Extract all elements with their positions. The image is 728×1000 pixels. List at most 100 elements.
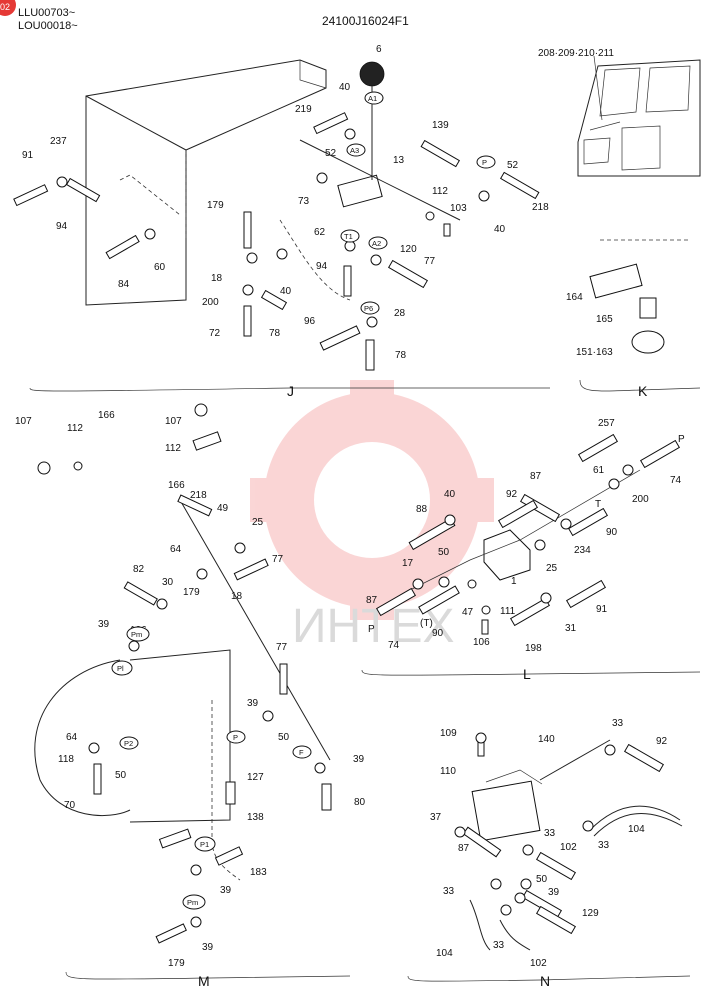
mark-pm: Pm xyxy=(131,630,142,639)
callout-49: 49 xyxy=(217,503,229,514)
callout-151-163: 151·163 xyxy=(576,347,613,358)
callout-39m: 39 xyxy=(98,619,110,630)
callout-78b: 78 xyxy=(395,350,407,361)
callout-92n: 92 xyxy=(656,736,668,747)
callout-102b: 102 xyxy=(530,958,547,969)
mark-t-left: (T) xyxy=(420,618,433,629)
callout-200l: 200 xyxy=(632,494,649,505)
callout-78: 78 xyxy=(269,328,281,339)
callout-30: 30 xyxy=(162,577,174,588)
callout-198: 198 xyxy=(525,643,542,654)
callout-110: 110 xyxy=(440,766,456,777)
callout-18m: 18 xyxy=(231,591,243,602)
callout-17: 17 xyxy=(402,558,414,569)
mark-p-left: P xyxy=(368,624,375,635)
callout-103: 103 xyxy=(450,203,467,214)
callout-39e: 39 xyxy=(202,942,214,953)
section-label-m: M xyxy=(198,973,210,989)
callout-200: 200 xyxy=(202,297,219,308)
drawing-number: 24100J16024F1 xyxy=(322,14,409,28)
callout-73: 73 xyxy=(298,196,310,207)
callout-52b: 52 xyxy=(507,160,519,171)
callout-70: 70 xyxy=(64,800,76,811)
callout-112m: 112 xyxy=(67,423,83,434)
callout-179m: 179 xyxy=(183,587,200,598)
callout-25l: 25 xyxy=(546,563,558,574)
callout-40c: 40 xyxy=(280,286,292,297)
callout-82: 82 xyxy=(133,564,145,575)
callout-52: 52 xyxy=(325,148,337,159)
callout-87: 87 xyxy=(530,471,542,482)
section-j-drawing xyxy=(13,59,550,392)
section-m-drawing xyxy=(34,403,351,980)
section-label-l: L xyxy=(523,666,531,682)
callout-179: 179 xyxy=(207,200,224,211)
callout-39n: 39 xyxy=(548,887,560,898)
mark-p: P xyxy=(233,733,238,742)
callout-87b: 87 xyxy=(366,595,378,606)
callout-39c: 39 xyxy=(353,754,365,765)
callout-50m: 50 xyxy=(278,732,290,743)
callout-92: 92 xyxy=(506,489,518,500)
callout-88: 88 xyxy=(416,504,428,515)
callout-234: 234 xyxy=(574,545,591,556)
callout-77b: 77 xyxy=(276,642,288,653)
callout-166: 166 xyxy=(98,410,115,421)
callout-218: 218 xyxy=(532,202,549,213)
callout-90: 90 xyxy=(606,527,618,538)
callout-138: 138 xyxy=(247,812,264,823)
callout-106: 106 xyxy=(473,637,490,648)
callout-61: 61 xyxy=(593,465,605,476)
callout-50l: 50 xyxy=(438,547,450,558)
callout-104b: 104 xyxy=(436,948,453,959)
callout-33e: 33 xyxy=(493,940,505,951)
callout-1: 1 xyxy=(511,576,517,587)
callout-31: 31 xyxy=(565,623,577,634)
callout-120: 120 xyxy=(400,244,417,255)
callout-129: 129 xyxy=(582,908,599,919)
callout-33c: 33 xyxy=(544,828,556,839)
callout-208-211: 208·209·210·211 xyxy=(538,48,614,59)
mark-p2: P2 xyxy=(124,739,133,748)
callout-127: 127 xyxy=(247,772,264,783)
callout-164: 164 xyxy=(566,292,583,303)
mark-f: F xyxy=(299,748,304,757)
callout-183: 183 xyxy=(250,867,267,878)
callout-91l: 91 xyxy=(596,604,608,615)
callout-74: 74 xyxy=(670,475,682,486)
callout-91: 91 xyxy=(22,150,34,161)
callout-39d: 39 xyxy=(220,885,232,896)
callout-112: 112 xyxy=(432,186,448,197)
callout-96: 96 xyxy=(304,316,316,327)
callout-74b: 74 xyxy=(388,640,400,651)
callout-102: 102 xyxy=(560,842,577,853)
mark-pl: Pl xyxy=(117,664,124,673)
callout-218m: 218 xyxy=(190,490,207,501)
callout-6: 6 xyxy=(376,44,382,55)
callout-104: 104 xyxy=(628,824,645,835)
callout-219: 219 xyxy=(295,104,312,115)
callout-77: 77 xyxy=(424,256,436,267)
callout-25m: 25 xyxy=(252,517,264,528)
callout-94: 94 xyxy=(56,221,68,232)
callout-40l: 40 xyxy=(444,489,456,500)
callout-179b: 179 xyxy=(168,958,185,969)
callout-50n: 50 xyxy=(536,874,548,885)
callout-94b: 94 xyxy=(316,261,328,272)
callout-40: 40 xyxy=(339,82,351,93)
page-badge: 02 xyxy=(0,0,16,16)
callout-60: 60 xyxy=(154,262,166,273)
callout-111: 111 xyxy=(500,606,516,617)
callout-139: 139 xyxy=(432,120,449,131)
mark-a2: A2 xyxy=(372,239,381,248)
callout-118: 118 xyxy=(58,754,74,765)
mark-p6: P6 xyxy=(364,304,373,313)
callout-112b: 112 xyxy=(165,443,181,454)
callout-28: 28 xyxy=(394,308,406,319)
callout-72: 72 xyxy=(209,328,221,339)
callout-107: 107 xyxy=(15,416,32,427)
callout-84: 84 xyxy=(118,279,130,290)
watermark-logo xyxy=(250,380,494,620)
callout-40b: 40 xyxy=(494,224,506,235)
callout-90b: 90 xyxy=(432,628,444,639)
